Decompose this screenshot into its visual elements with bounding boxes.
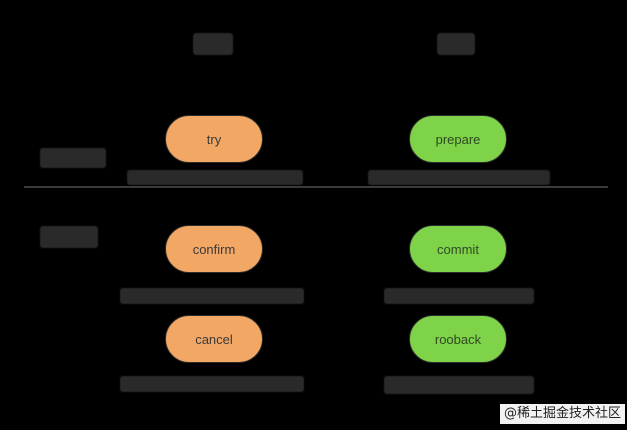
- caption-try: [127, 170, 303, 185]
- node-commit: commit: [409, 225, 507, 273]
- node-label: confirm: [192, 241, 236, 257]
- node-label: rooback: [434, 331, 482, 347]
- column-header-right: [437, 33, 475, 55]
- node-label: cancel: [195, 331, 233, 347]
- watermark: @稀土掘金技术社区: [499, 404, 625, 424]
- row-header-phase2: [40, 226, 98, 248]
- node-confirm: confirm: [165, 225, 263, 273]
- node-label: prepare: [435, 131, 481, 147]
- caption-cancel: [120, 376, 304, 392]
- node-prepare: prepare: [409, 115, 507, 163]
- caption-commit: [384, 288, 534, 304]
- column-header-left: [193, 33, 233, 55]
- node-try: try: [165, 115, 263, 163]
- node-label: commit: [437, 241, 479, 257]
- node-label: try: [206, 131, 222, 147]
- node-rollback: rooback: [409, 315, 507, 363]
- caption-confirm: [120, 288, 304, 304]
- caption-rollback: [384, 376, 534, 394]
- row-header-phase1: [40, 148, 106, 168]
- node-cancel: cancel: [165, 315, 263, 363]
- caption-prepare: [368, 170, 550, 185]
- phase-divider: [24, 186, 608, 188]
